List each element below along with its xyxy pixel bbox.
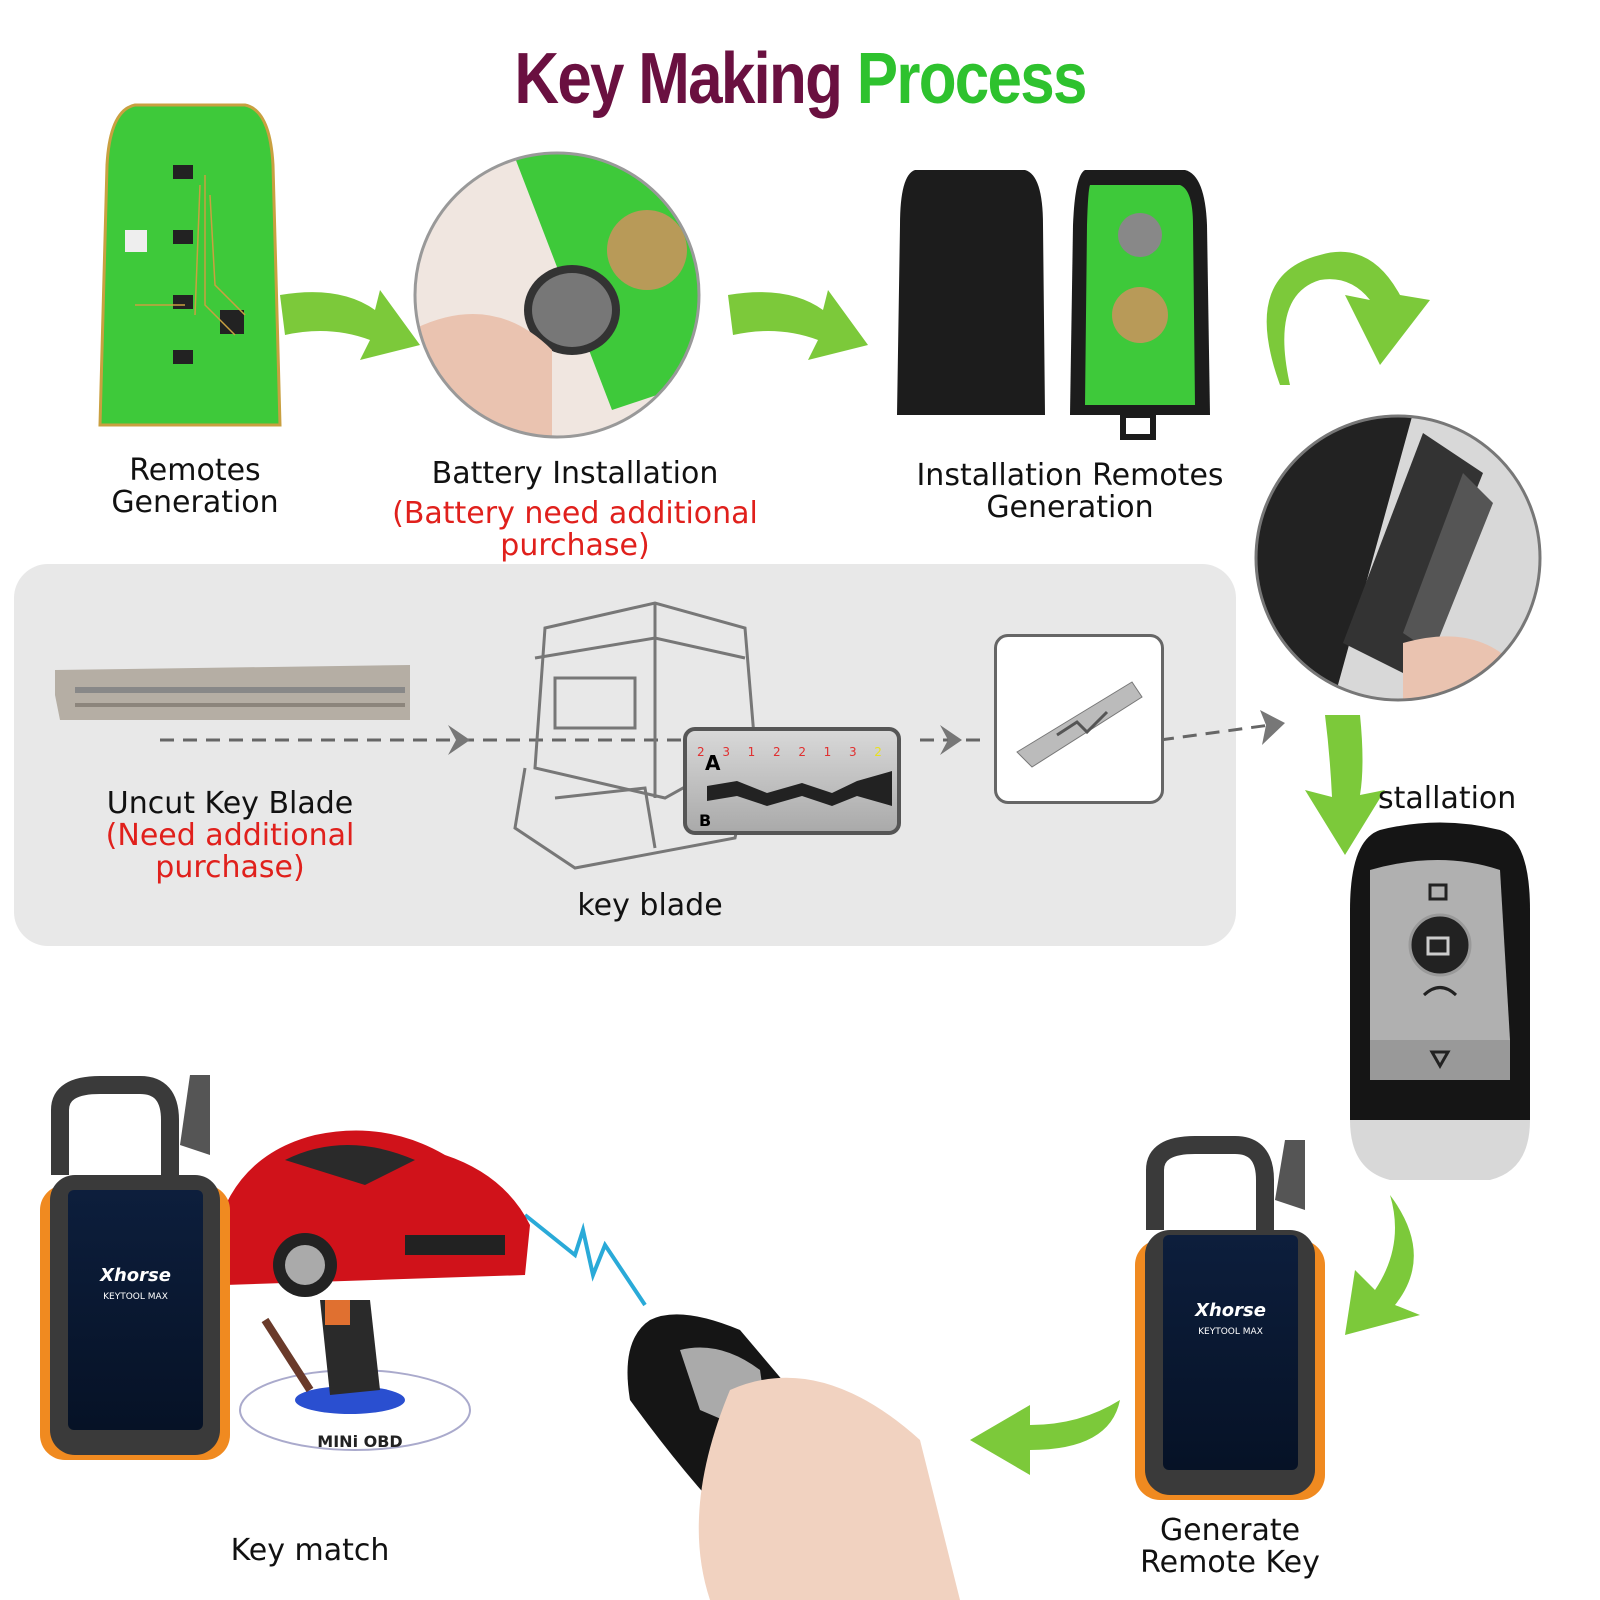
cut-depth-label: 2 (798, 745, 806, 759)
red-car-image (215, 1130, 530, 1297)
shell-closing-image (1254, 414, 1542, 702)
dashed-arrow-icon (160, 710, 1285, 755)
remote-shell-image (897, 170, 1210, 440)
arrow-left-icon (970, 1400, 1120, 1475)
step-label: Uncut Key Blade (106, 786, 354, 821)
step-label: Generation (986, 490, 1154, 525)
side-a-label: A (705, 751, 721, 775)
finished-remote-key-image (1350, 822, 1530, 1180)
step-label: Remote Key (1140, 1545, 1320, 1580)
device-model: KEYTOOL MAX (103, 1292, 168, 1302)
step-label: Key match (230, 1533, 390, 1568)
purchase-note: (Battery need additional purchase) (392, 496, 758, 563)
page-title: Key Making Process (514, 39, 1087, 119)
hand-holding-key-image (627, 1314, 960, 1600)
step-label: Remotes (129, 453, 261, 488)
step-label: Battery Installation (431, 456, 719, 491)
device-brand: Xhorse (1195, 1300, 1266, 1321)
cut-depth-label: 1 (747, 745, 756, 759)
arrow-down-left-icon (1345, 1195, 1420, 1335)
signal-icon (523, 1213, 647, 1307)
mini-obd-label: MINi OBD (317, 1432, 403, 1451)
cut-depth-label: 2 (874, 745, 882, 759)
step-label: Installation Remotes (916, 458, 1224, 493)
uncut-key-blade-image (55, 665, 410, 720)
cut-key-image (994, 634, 1164, 804)
cut-depth-label: 2 (772, 745, 781, 759)
arrow-right-icon (280, 290, 420, 360)
step-label: key blade (577, 888, 723, 923)
side-b-label: B (699, 811, 712, 830)
step-label: stallation (1378, 781, 1517, 816)
arrow-right-icon (728, 290, 868, 360)
battery-installation-image (413, 151, 701, 439)
mini-obd-adapter-image (239, 1300, 471, 1451)
cutting-screen: 2 3 1 2 2 1 3 2 A B (683, 727, 901, 835)
cut-depth-label: 1 (823, 745, 832, 759)
device-brand: Xhorse (100, 1265, 171, 1286)
keytool-max-device: Xhorse KEYTOOL MAX (1135, 1136, 1325, 1500)
pcb-board-image (98, 103, 282, 427)
step-label: Generation (111, 485, 279, 520)
key-cutting-machine-image (513, 601, 757, 870)
device-model: KEYTOOL MAX (1198, 1327, 1263, 1337)
cut-depth-label: 3 (848, 745, 857, 759)
cut-depth-label: 2 (697, 745, 705, 759)
key-profile-graph (707, 771, 892, 806)
arrow-down-icon (1305, 715, 1385, 855)
cut-depth-label: 3 (722, 745, 730, 759)
purchase-note: (Need additional purchase) (105, 818, 355, 885)
keytool-max-device: Xhorse KEYTOOL MAX (40, 1075, 230, 1460)
arrow-curved-icon (1266, 251, 1430, 385)
step-label: Generate (1159, 1513, 1301, 1548)
